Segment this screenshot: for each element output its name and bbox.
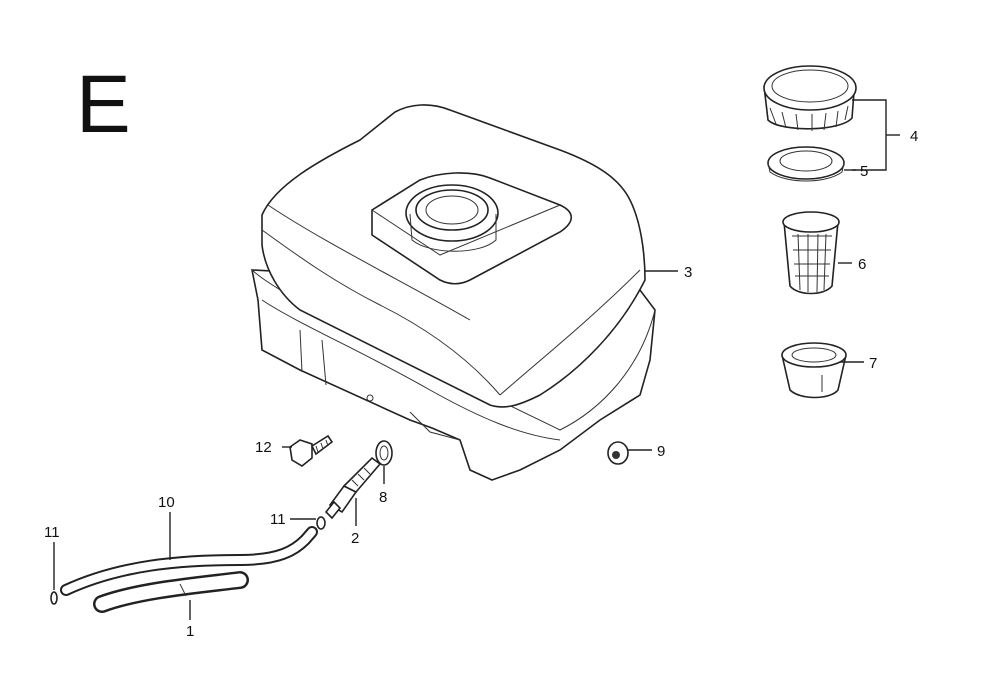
section-letter: E <box>76 59 131 150</box>
callout-8: 8 <box>379 489 387 506</box>
fuel-cock <box>324 456 382 520</box>
callout-numbers: 4 5 6 7 3 9 8 2 11 12 10 1 11 <box>44 128 918 640</box>
hose-clip-end <box>50 591 58 605</box>
strainer-collar <box>781 342 847 399</box>
hose <box>93 571 249 613</box>
callout-11-end: 11 <box>44 524 60 541</box>
fuel-cap <box>763 65 857 131</box>
callout-1: 1 <box>186 623 194 640</box>
callout-9: 9 <box>657 443 665 460</box>
callout-5: 5 <box>860 163 868 180</box>
callout-6: 6 <box>858 256 866 273</box>
callout-4: 4 <box>910 128 918 145</box>
callout-12: 12 <box>255 439 272 456</box>
damper <box>607 441 629 465</box>
callout-3: 3 <box>684 264 692 281</box>
cap-gasket <box>767 146 845 182</box>
callout-10: 10 <box>158 494 175 511</box>
callout-2: 2 <box>351 530 359 547</box>
hose-clip <box>316 516 326 530</box>
flange-bolt <box>289 434 334 467</box>
fuel-tube <box>60 526 318 596</box>
washer <box>375 440 393 466</box>
callout-7: 7 <box>869 355 877 372</box>
callout-11-clip: 11 <box>270 511 286 528</box>
fuel-tank <box>251 104 656 481</box>
fuel-strainer <box>782 211 840 295</box>
leader-lines <box>53 99 900 620</box>
